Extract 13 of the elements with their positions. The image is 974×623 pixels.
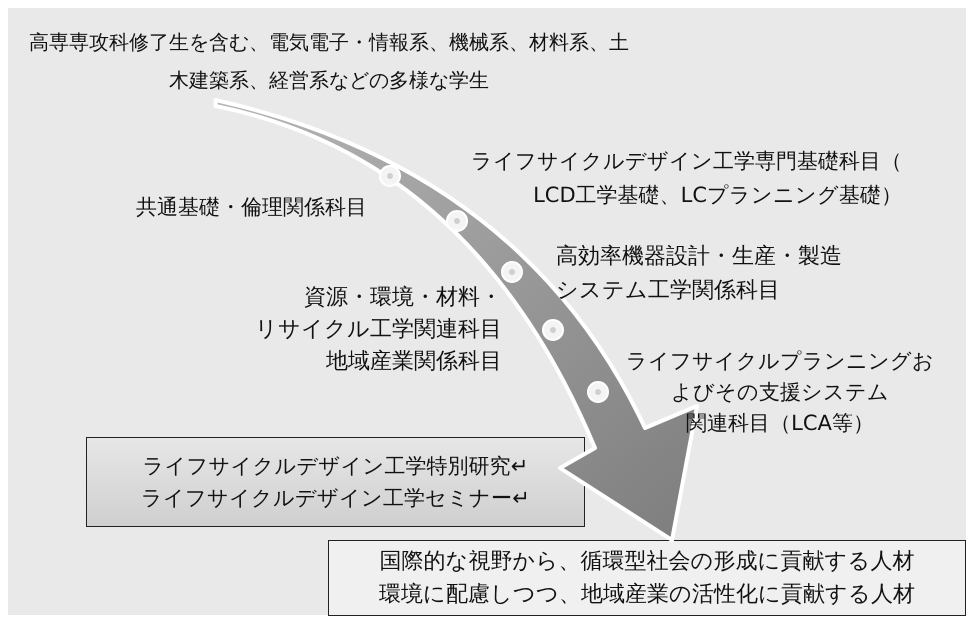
outcome-text: 国際的な視野から、循環型社会の形成に貢献する人材 xyxy=(380,548,914,576)
research-box xyxy=(86,437,585,527)
subject-label: ライフサイクルデザイン工学専門基礎科目（LCD工学基礎、LCプランニング基礎） xyxy=(470,148,902,209)
subject-label: 資源・環境・材料・リサイクル工学関連科目地域産業関係科目 xyxy=(254,284,502,376)
goal-box xyxy=(328,540,966,616)
outcome-text: 環境に配慮しつつ、地域産業の活性化に貢献する人材 xyxy=(379,581,915,609)
course-name: ライフサイクルデザイン工学特別研究↵ xyxy=(142,453,528,480)
subject-label: ライフサイクルプランニングおよびその支援システム関連科目（LCA等） xyxy=(625,348,935,437)
subject-label: 共通基礎・倫理関係科目 xyxy=(136,194,368,221)
student-description: 高専専攻科修了生を含む、電気電子・情報系、機械系、材料系、土木建築系、経営系などの多様な学生 xyxy=(14,22,644,100)
arrow xyxy=(214,98,699,542)
course-name: ライフサイクルデザイン工学セミナー↵ xyxy=(141,485,530,512)
subject-label: 高効率機器設計・生産・製造システム工学関係科目 xyxy=(556,243,843,305)
